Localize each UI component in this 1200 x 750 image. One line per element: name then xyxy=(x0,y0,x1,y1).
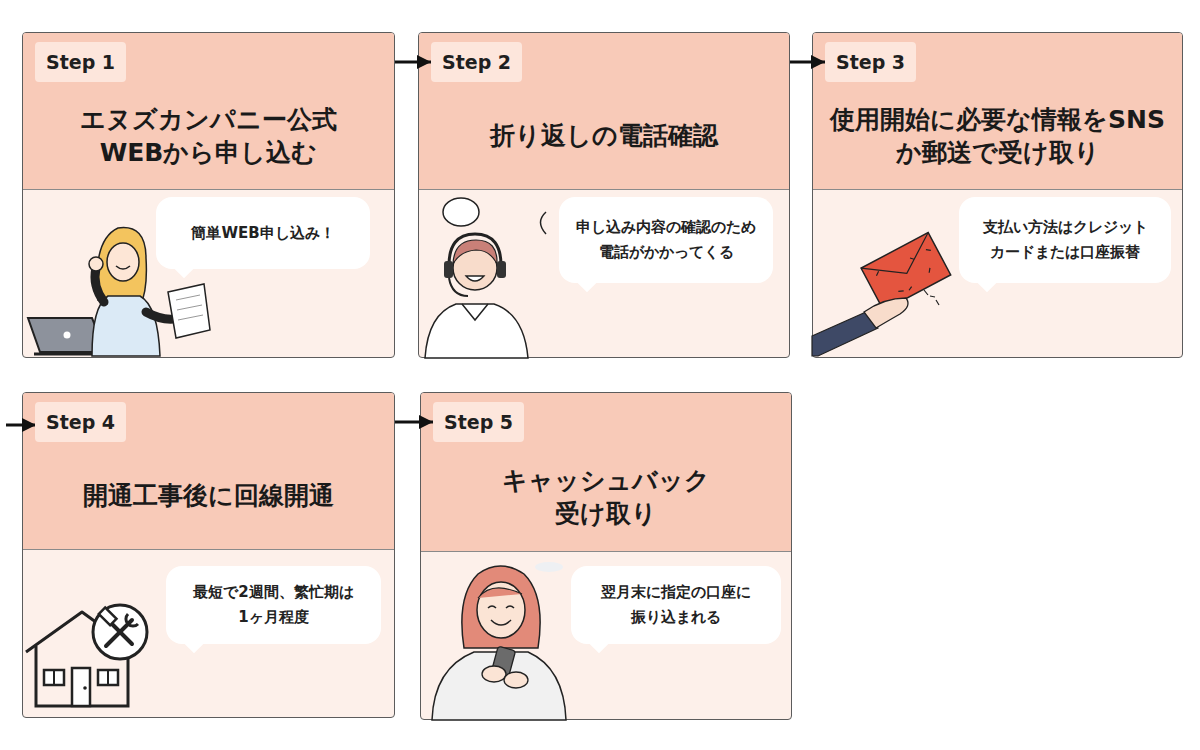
bubble-text: 翌月末に指定の口座に 振り込まれる xyxy=(579,580,773,630)
bubble-tail xyxy=(976,270,999,293)
speech-bubble: 翌月末に指定の口座に 振り込まれる xyxy=(571,566,781,644)
step-label: Step 4 xyxy=(35,402,126,442)
step-title: エヌズカンパニー公式 WEBから申し込む xyxy=(39,103,379,170)
title-area: 使用開始に必要な情報をSNS か郵送で受け取り xyxy=(815,83,1181,189)
step-title: キャッシュバック 受け取り xyxy=(491,464,721,531)
step-title: 折り返しの電話確認 xyxy=(490,119,718,153)
step-card: キャッシュバック 受け取り Step 5 翌月末に指定の口座に 振り込まれる xyxy=(420,392,792,720)
step-card: 折り返しの電話確認 Step 2 申し込み内容の確認のため 電話がかかってくる xyxy=(418,32,790,358)
title-area: キャッシュバック 受け取り xyxy=(491,443,721,551)
step-number: Step 2 xyxy=(442,51,511,73)
step-label: Step 5 xyxy=(433,402,524,442)
bubble-text: 申し込み内容の確認のため 電話がかかってくる xyxy=(567,215,765,265)
speech-bubble: 最短で2週間、繁忙期は 1ヶ月程度 xyxy=(166,566,381,644)
speech-bubble: 支払い方法はクレジット カードまたは口座振替 xyxy=(959,197,1171,283)
step-card: 使用開始に必要な情報をSNS か郵送で受け取り Step 3 支払い方法はクレジット… xyxy=(812,32,1183,358)
step-card: 開通工事後に回線開通 Step 4 最短で2週間、繁忙期は 1ヶ月程度 xyxy=(22,392,395,718)
bubble-tail xyxy=(183,631,206,654)
title-area: 折り返しの電話確認 xyxy=(434,83,774,189)
bubble-tail xyxy=(588,631,611,654)
bubble-text: 支払い方法はクレジット カードまたは口座振替 xyxy=(967,215,1163,265)
step-label: Step 3 xyxy=(825,42,916,82)
step-number: Step 4 xyxy=(46,411,115,433)
title-area: エヌズカンパニー公式 WEBから申し込む xyxy=(39,83,379,189)
speech-bubble: 申し込み内容の確認のため 電話がかかってくる xyxy=(559,197,773,283)
step-label: Step 1 xyxy=(35,42,126,82)
step-number: Step 5 xyxy=(444,411,513,433)
step-card: エヌズカンパニー公式 WEBから申し込む Step 1 簡単WEB申し込み！ xyxy=(22,32,395,358)
bubble-text: 最短で2週間、繁忙期は 1ヶ月程度 xyxy=(174,580,373,630)
step-label: Step 2 xyxy=(431,42,522,82)
bubble-tail xyxy=(576,270,599,293)
bubble-text: 簡単WEB申し込み！ xyxy=(191,221,334,246)
step-number: Step 1 xyxy=(46,51,115,73)
title-area: 開通工事後に回線開通 xyxy=(39,443,379,549)
step-title: 開通工事後に回線開通 xyxy=(83,479,334,513)
step-number: Step 3 xyxy=(836,51,905,73)
speech-bubble: 簡単WEB申し込み！ xyxy=(156,197,370,269)
step-title: 使用開始に必要な情報をSNS か郵送で受け取り xyxy=(815,103,1181,170)
bubble-tail xyxy=(173,256,196,279)
